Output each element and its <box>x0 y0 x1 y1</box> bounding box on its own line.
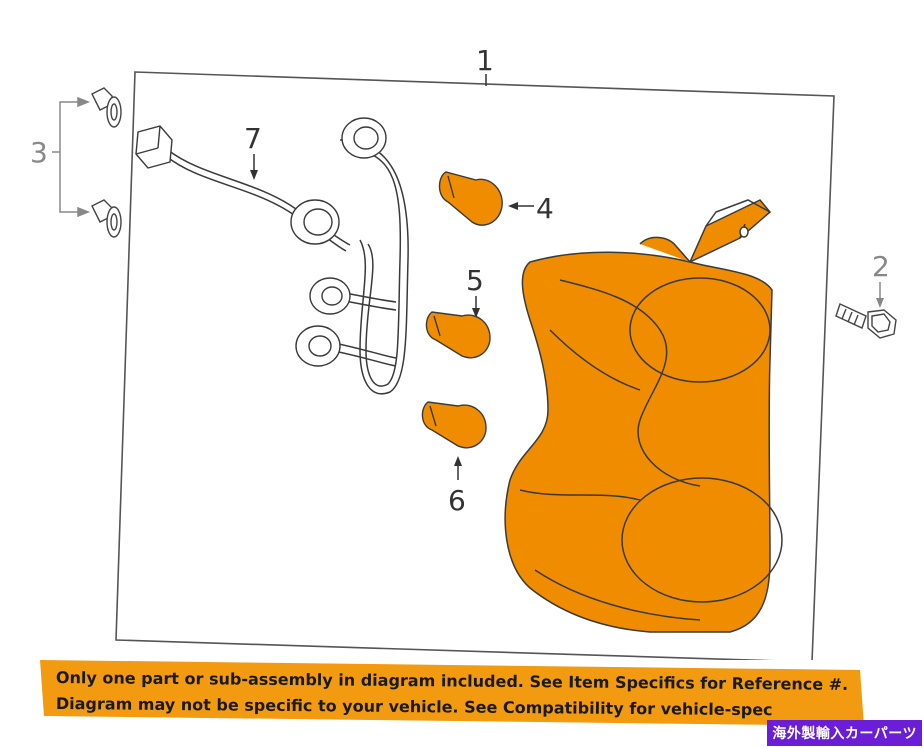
watermark-stamp: 海外製輸入カーパーツ <box>767 720 922 746</box>
clip-top <box>91 87 122 128</box>
callout-2-arrow <box>876 282 884 308</box>
harness-connector <box>135 125 173 169</box>
wiring-harness <box>165 139 409 395</box>
callout-3-bracket <box>52 96 91 218</box>
bulb-socket-1 <box>290 199 340 245</box>
callout-5: 5 <box>466 264 484 297</box>
bulb-5 <box>425 311 491 359</box>
screw <box>835 303 897 339</box>
callout-6: 6 <box>448 484 466 517</box>
bulb-6 <box>421 401 487 449</box>
callout-3: 3 <box>30 136 48 169</box>
bulb-socket-4 <box>295 325 341 367</box>
notice-banner-background <box>40 660 864 726</box>
parts-diagram: 1 3 2 <box>30 44 897 660</box>
callout-5-arrow <box>472 296 480 318</box>
bulb-socket-3 <box>309 277 351 315</box>
notice-banner: Only one part or sub-assembly in diagram… <box>40 660 864 726</box>
assembly-frame <box>115 71 835 660</box>
callout-4: 4 <box>536 192 554 225</box>
clip-bottom <box>91 199 122 238</box>
callout-2: 2 <box>872 250 890 283</box>
callout-1: 1 <box>476 44 494 77</box>
callout-4-arrow <box>508 202 534 210</box>
bulb-socket-2 <box>341 117 387 159</box>
callout-7: 7 <box>244 122 262 155</box>
tail-lamp-assembly <box>504 199 783 633</box>
callout-6-arrow <box>454 456 462 480</box>
bulb-4 <box>438 171 503 226</box>
callout-7-arrow <box>250 154 258 180</box>
